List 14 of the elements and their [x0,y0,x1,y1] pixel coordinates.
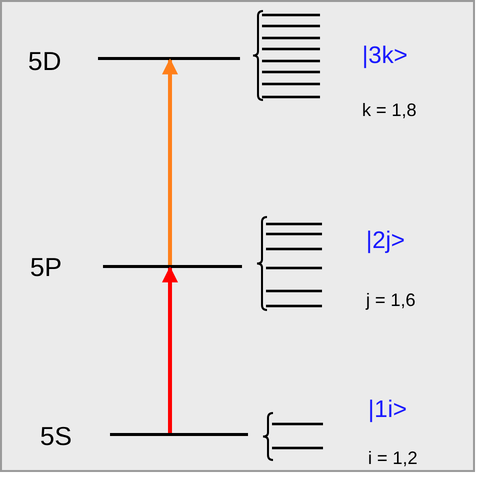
index-range-label: j = 1,6 [366,291,416,309]
state-label: |1i> [368,398,407,422]
state-label: |2j> [366,229,405,253]
level-label: 5P [30,254,62,280]
energy-level-line [110,433,248,436]
energy-level-line [103,265,242,268]
index-range-label: i = 1,2 [368,449,418,467]
transition-arrow [162,58,178,265]
index-range-label: k = 1,8 [362,101,417,119]
transition-arrow [162,266,178,433]
energy-level-line [98,57,240,60]
level-label: 5S [40,423,72,449]
state-label: |3k> [362,44,408,68]
level-label: 5D [28,48,62,74]
